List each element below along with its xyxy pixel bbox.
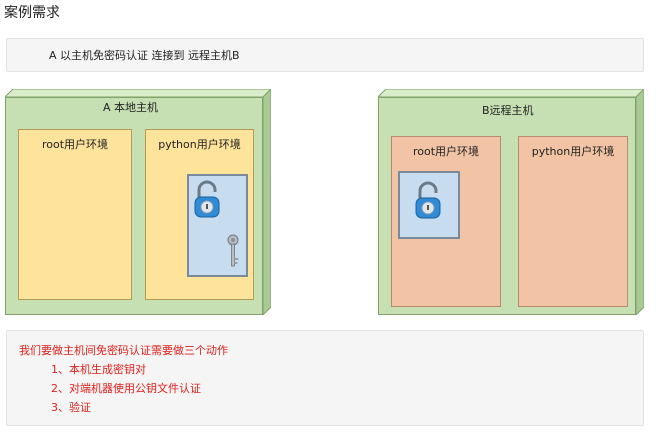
host-a-root-env: root用户环境 (18, 129, 132, 300)
notes-panel: 我们要做主机间免密码认证需要做三个动作 1、本机生成密钥对 2、对端机器使用公钥… (6, 330, 644, 426)
host-a-lock-panel (187, 174, 248, 277)
host-a-root-env-label: root用户环境 (41, 138, 109, 151)
host-a-box: A 本地主机 root用户环境 python用户环境 (5, 89, 271, 315)
notes-step-2: 2、对端机器使用公钥文件认证 (51, 382, 201, 395)
host-b-python-env: python用户环境 (518, 136, 628, 307)
notes-heading: 我们要做主机间免密码认证需要做三个动作 (19, 344, 228, 357)
page-title: 案例需求 (4, 5, 60, 21)
requirement-panel: A 以主机免密码认证 连接到 远程主机B (6, 38, 644, 72)
key-icon (225, 234, 241, 274)
padlock-open-icon (414, 181, 442, 225)
notes-step-1: 1、本机生成密钥对 (51, 363, 146, 376)
host-a-python-env: python用户环境 (145, 129, 254, 300)
host-b-python-env-label: python用户环境 (531, 145, 615, 158)
padlock-open-icon (193, 180, 221, 224)
host-b-root-env-label: root用户环境 (412, 145, 480, 158)
host-b-label: B远程主机 (482, 104, 534, 117)
host-b-lock-panel (398, 171, 460, 239)
host-a-python-env-label: python用户环境 (158, 138, 241, 151)
host-b-box: B远程主机 root用户环境 python用户环境 (378, 89, 644, 315)
host-b-root-env: root用户环境 (391, 136, 501, 307)
host-a-label: A 本地主机 (103, 101, 159, 114)
requirement-text: A 以主机免密码认证 连接到 远程主机B (49, 49, 240, 62)
notes-step-3: 3、验证 (51, 401, 91, 414)
